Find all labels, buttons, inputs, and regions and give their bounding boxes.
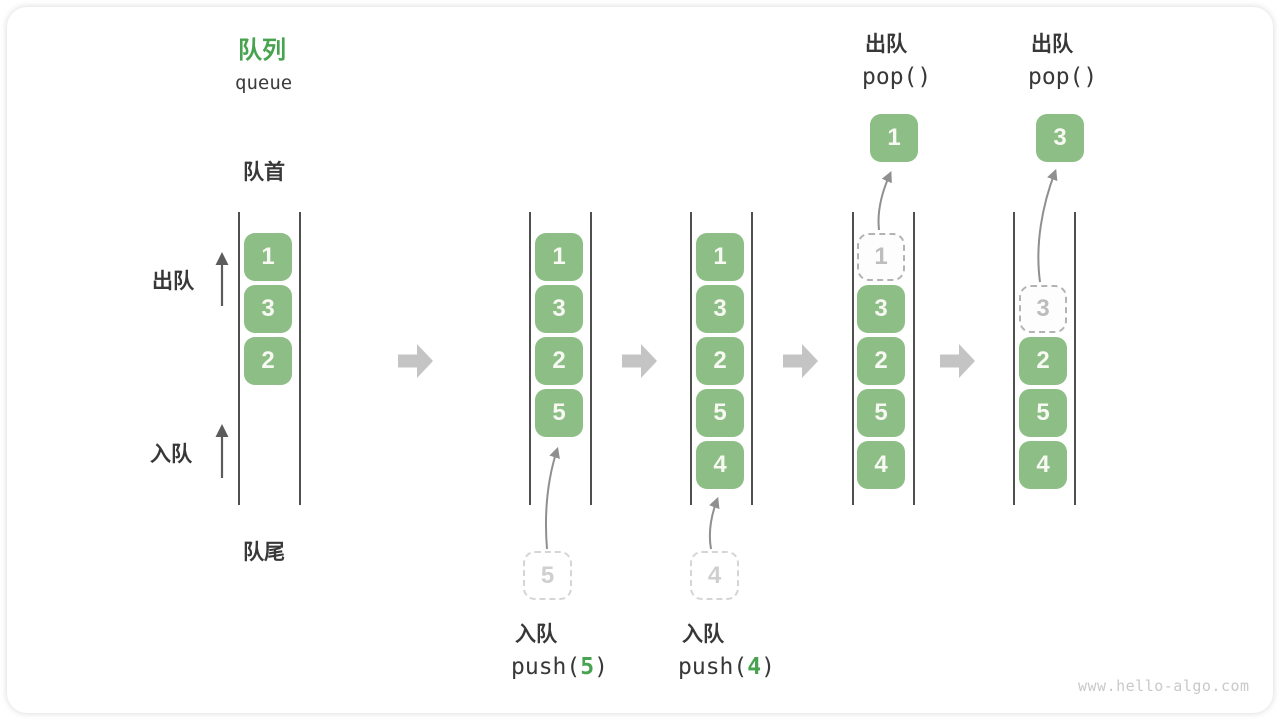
code-pre: push( [678, 654, 748, 680]
queue-cell: 5 [857, 389, 905, 437]
queue-cell: 2 [1019, 337, 1067, 385]
queue-cell-removed: 3 [1019, 285, 1067, 333]
queue-wall [852, 212, 854, 505]
queue-cell: 5 [1019, 389, 1067, 437]
push-code: push(5) [511, 654, 608, 680]
queue-wall [1013, 212, 1015, 505]
queue-cell: 4 [1019, 441, 1067, 489]
queue-cell: 2 [244, 337, 292, 385]
staged-cell: 4 [690, 551, 739, 600]
push-code: push(4) [678, 654, 775, 680]
queue-wall [238, 212, 240, 505]
queue-cell: 4 [857, 441, 905, 489]
staged-cell: 5 [523, 551, 572, 600]
queue-cell: 5 [696, 389, 744, 437]
popped-cell: 1 [870, 114, 918, 162]
queue-cell: 1 [535, 233, 583, 281]
queue-cell: 1 [244, 233, 292, 281]
queue-cell-removed: 1 [857, 233, 905, 281]
pop-code: pop() [1028, 64, 1098, 90]
queue-wall [1074, 212, 1076, 505]
queue-front-label: 队首 [243, 161, 285, 184]
popped-cell: 3 [1036, 114, 1084, 162]
page-subtitle: queue [235, 72, 293, 94]
queue-cell: 4 [696, 441, 744, 489]
queue-cell: 2 [535, 337, 583, 385]
enqueue-caption: 入队 [515, 623, 557, 646]
queue-wall [590, 212, 592, 505]
queue-wall [299, 212, 301, 505]
pop-code: pop() [862, 64, 932, 90]
code-post: ) [761, 654, 775, 680]
code-arg: 4 [747, 654, 762, 680]
queue-cell: 3 [857, 285, 905, 333]
code-arg: 5 [580, 654, 595, 680]
enqueue-label: 入队 [150, 443, 192, 466]
dequeue-label: 出队 [152, 270, 194, 293]
dequeue-caption: 出队 [865, 33, 907, 56]
queue-rear-label: 队尾 [243, 541, 285, 564]
queue-cell: 1 [696, 233, 744, 281]
enqueue-caption: 入队 [682, 623, 724, 646]
figure-card [7, 7, 1273, 713]
queue-wall [529, 212, 531, 505]
code-pre: push( [511, 654, 581, 680]
queue-wall [690, 212, 692, 505]
queue-cell: 2 [857, 337, 905, 385]
queue-cell: 3 [244, 285, 292, 333]
queue-cell: 3 [535, 285, 583, 333]
page-title: 队列 [238, 37, 286, 64]
queue-cell: 5 [535, 389, 583, 437]
queue-cell: 3 [696, 285, 744, 333]
queue-wall [913, 212, 915, 505]
dequeue-caption: 出队 [1031, 33, 1073, 56]
queue-cell: 2 [696, 337, 744, 385]
code-post: ) [594, 654, 608, 680]
queue-wall [751, 212, 753, 505]
watermark: www.hello-algo.com [1078, 677, 1250, 695]
